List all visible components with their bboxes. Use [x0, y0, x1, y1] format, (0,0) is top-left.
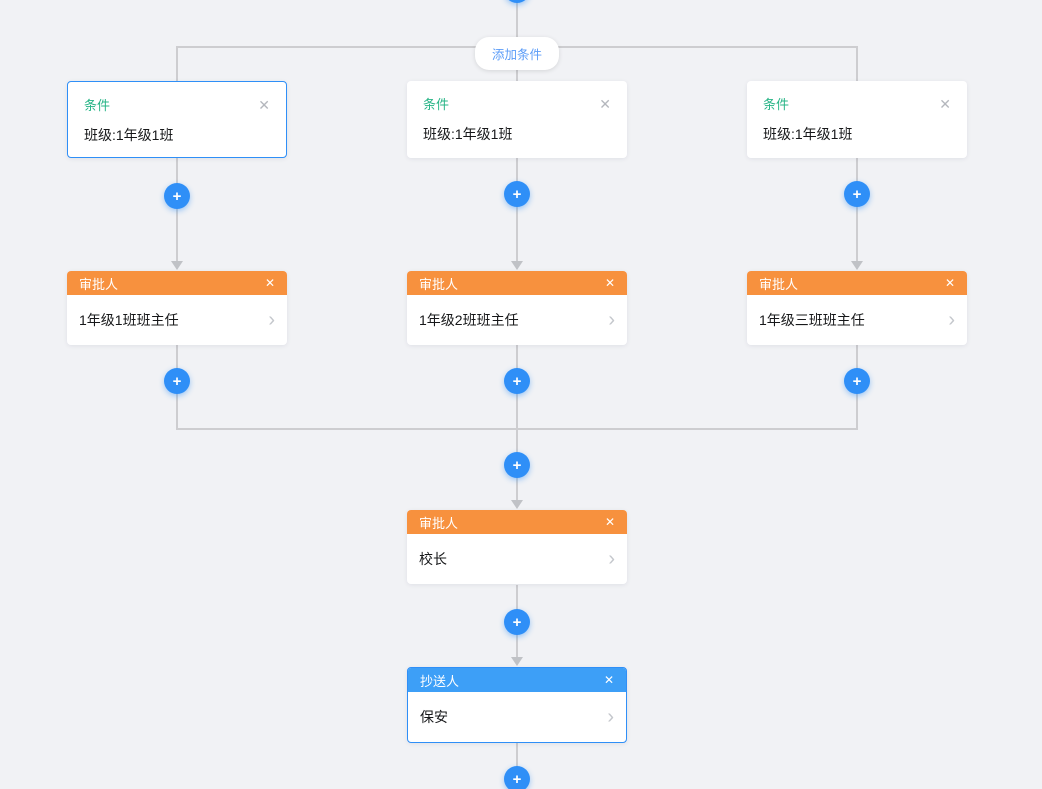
- connector-line: [176, 158, 178, 262]
- cc-card-body: 保安 ›: [408, 692, 626, 742]
- condition-node-title: 条件: [84, 98, 111, 113]
- add-node-button[interactable]: +: [504, 181, 530, 207]
- condition-node-content: 班级:1年级1班: [84, 127, 174, 143]
- close-icon[interactable]: ✕: [603, 673, 614, 687]
- approver-node-title: 审批人: [759, 276, 799, 292]
- connector-line: [516, 158, 518, 262]
- approver-node-card[interactable]: 审批人 ✕ 1年级三班班主任 ›: [747, 271, 967, 345]
- condition-node-content: 班级:1年级1班: [423, 126, 513, 142]
- approver-node-title: 审批人: [419, 515, 459, 531]
- approver-node-content: 1年级2班班主任: [419, 312, 519, 328]
- approver-node-card[interactable]: 审批人 ✕ 1年级1班班主任 ›: [67, 271, 287, 345]
- approver-card-body: 1年级三班班主任 ›: [747, 295, 967, 345]
- approver-card-header: 审批人 ✕: [747, 271, 967, 295]
- cc-node-card[interactable]: 抄送人 ✕ 保安 ›: [407, 667, 627, 743]
- arrow-down-icon: [171, 261, 183, 270]
- close-icon[interactable]: ✕: [258, 96, 270, 113]
- connector-line: [176, 428, 858, 430]
- close-icon[interactable]: ✕: [599, 95, 611, 112]
- condition-node-title: 条件: [763, 97, 790, 112]
- chevron-right-icon: ›: [268, 309, 275, 331]
- cc-card-header: 抄送人 ✕: [408, 668, 626, 692]
- approver-card-body: 1年级1班班主任 ›: [67, 295, 287, 345]
- chevron-right-icon: ›: [607, 706, 614, 728]
- arrow-down-icon: [511, 657, 523, 666]
- approver-node-title: 审批人: [419, 276, 459, 292]
- chevron-right-icon: ›: [608, 309, 615, 331]
- approver-node-content: 1年级三班班主任: [759, 312, 865, 328]
- approver-card-header: 审批人 ✕: [407, 271, 627, 295]
- condition-card-header: 条件 ✕: [84, 95, 270, 114]
- connector-line: [516, 0, 518, 47]
- condition-node-title: 条件: [423, 97, 450, 112]
- close-icon[interactable]: ✕: [604, 515, 615, 529]
- approver-node-card[interactable]: 审批人 ✕ 1年级2班班主任 ›: [407, 271, 627, 345]
- add-node-button[interactable]: +: [504, 0, 530, 3]
- chevron-right-icon: ›: [948, 309, 955, 331]
- add-node-button[interactable]: +: [504, 452, 530, 478]
- add-node-button[interactable]: +: [504, 766, 530, 789]
- connector-line: [516, 742, 518, 769]
- add-node-button[interactable]: +: [844, 368, 870, 394]
- condition-card-header: 条件 ✕: [763, 94, 951, 113]
- condition-node-card[interactable]: 条件 ✕ 班级:1年级1班: [67, 81, 287, 158]
- arrow-down-icon: [511, 500, 523, 509]
- cc-node-content: 保安: [420, 709, 448, 725]
- condition-node-card[interactable]: 条件 ✕ 班级:1年级1班: [747, 81, 967, 158]
- close-icon[interactable]: ✕: [604, 276, 615, 290]
- condition-node-content: 班级:1年级1班: [763, 126, 853, 142]
- add-node-button[interactable]: +: [504, 609, 530, 635]
- add-node-button[interactable]: +: [164, 368, 190, 394]
- approver-node-card[interactable]: 审批人 ✕ 校长 ›: [407, 510, 627, 584]
- add-node-button[interactable]: +: [844, 181, 870, 207]
- approver-card-header: 审批人 ✕: [67, 271, 287, 295]
- approver-card-body: 校长 ›: [407, 534, 627, 584]
- connector-line: [856, 46, 858, 81]
- arrow-down-icon: [851, 261, 863, 270]
- add-node-button[interactable]: +: [164, 183, 190, 209]
- chevron-right-icon: ›: [608, 548, 615, 570]
- close-icon[interactable]: ✕: [944, 276, 955, 290]
- connector-line: [856, 158, 858, 262]
- add-condition-button[interactable]: 添加条件: [474, 37, 560, 70]
- approver-node-title: 审批人: [79, 276, 119, 292]
- close-icon[interactable]: ✕: [939, 95, 951, 112]
- add-node-button[interactable]: +: [504, 368, 530, 394]
- connector-line: [176, 46, 178, 81]
- approver-card-header: 审批人 ✕: [407, 510, 627, 534]
- approver-node-content: 校长: [419, 551, 447, 567]
- close-icon[interactable]: ✕: [264, 276, 275, 290]
- cc-node-title: 抄送人: [420, 673, 460, 689]
- condition-card-header: 条件 ✕: [423, 94, 611, 113]
- condition-node-card[interactable]: 条件 ✕ 班级:1年级1班: [407, 81, 627, 158]
- arrow-down-icon: [511, 261, 523, 270]
- approver-card-body: 1年级2班班主任 ›: [407, 295, 627, 345]
- approver-node-content: 1年级1班班主任: [79, 312, 179, 328]
